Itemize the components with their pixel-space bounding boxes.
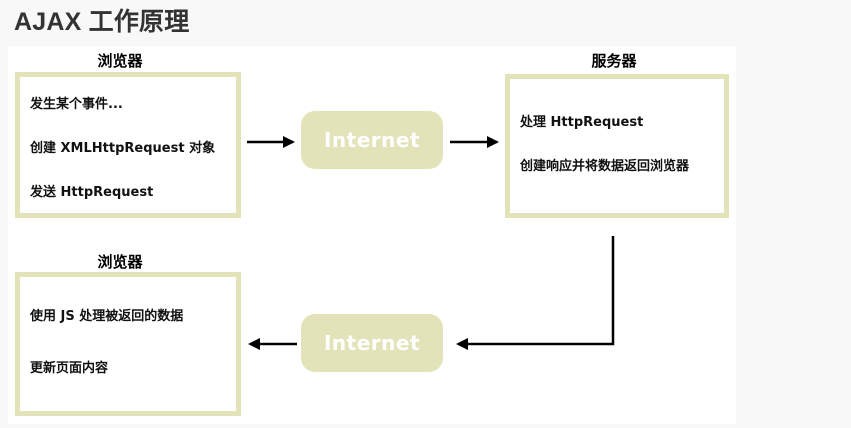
- server-label: 服务器: [591, 52, 637, 70]
- arrow-server-to-internet: [456, 236, 615, 350]
- browser-bottom-line-1: 使用 JS 处理被返回的数据: [30, 309, 184, 324]
- browser-bottom-label: 浏览器: [97, 253, 143, 271]
- server-line-2: 创建响应并将数据返回浏览器: [520, 159, 690, 174]
- browser-top-line-1: 发生某个事件...: [30, 97, 123, 112]
- page-title: AJAX 工作原理: [14, 8, 190, 36]
- browser-bottom-line-2: 更新页面内容: [30, 361, 109, 376]
- internet-cloud-bottom: Internet: [301, 314, 443, 372]
- browser-top-box: 发生某个事件... 创建 XMLHttpRequest 对象 发送 HttpRe…: [15, 72, 241, 218]
- internet-cloud-top: Internet: [301, 111, 443, 169]
- server-box: 处理 HttpRequest 创建响应并将数据返回浏览器: [505, 74, 729, 218]
- browser-top-label: 浏览器: [97, 52, 143, 70]
- server-line-1: 处理 HttpRequest: [520, 115, 644, 130]
- browser-top-line-2: 创建 XMLHttpRequest 对象: [30, 141, 216, 156]
- browser-bottom-box: 使用 JS 处理被返回的数据 更新页面内容: [15, 272, 241, 416]
- browser-top-line-3: 发送 HttpRequest: [30, 185, 154, 200]
